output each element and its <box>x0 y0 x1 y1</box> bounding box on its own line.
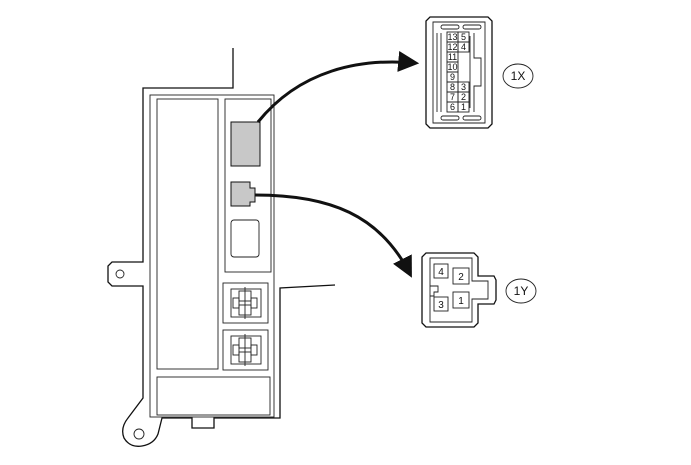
connector-panel <box>224 98 272 273</box>
socket-1y <box>230 181 256 207</box>
socket-empty <box>230 219 260 258</box>
connector-1y-label-text: 1Y <box>514 284 529 298</box>
pin-label: 3 <box>461 82 466 92</box>
pin-label: 3 <box>438 300 444 311</box>
pin-cell <box>457 41 470 53</box>
junction-block <box>107 48 336 447</box>
pin-label: 9 <box>450 72 455 82</box>
pin-label: 10 <box>447 62 457 72</box>
connector-1y-label: 1Y <box>505 278 537 304</box>
relay-1 <box>222 282 269 324</box>
pin-label: 4 <box>438 267 444 278</box>
arrow-to-1x <box>256 51 420 123</box>
pin-label: 13 <box>447 32 457 42</box>
bottom-strip <box>156 376 271 416</box>
pin-label: 2 <box>458 272 464 283</box>
connector-1x-label: 1X <box>502 63 534 89</box>
pin-label: 7 <box>450 92 455 102</box>
arrow-to-1y <box>254 193 412 278</box>
pin-label: 1 <box>461 102 466 112</box>
connector-1x-label-text: 1X <box>511 69 526 83</box>
pin-label: 6 <box>450 102 455 112</box>
connector-1x: 13 5 12 4 11 10 9 8 3 7 2 6 1 <box>425 16 493 129</box>
pin-label: 1 <box>458 296 464 307</box>
pin-label: 12 <box>447 42 457 52</box>
pin-label: 8 <box>450 82 455 92</box>
pin-cell <box>452 267 470 285</box>
mounting-hole <box>115 269 125 279</box>
mounting-hole-bottom <box>133 428 145 440</box>
pin-label: 5 <box>461 32 466 42</box>
pin-label: 4 <box>461 42 466 52</box>
pin-cell <box>433 263 449 279</box>
pin-label: 11 <box>448 52 457 62</box>
fuse-panel <box>156 98 219 370</box>
connector-1y: 4 2 3 1 <box>421 252 497 328</box>
pin-cell <box>457 101 470 113</box>
socket-1x <box>230 121 261 167</box>
pin-label: 2 <box>461 92 466 102</box>
pin-cell <box>452 291 470 309</box>
pin-cell <box>433 296 449 312</box>
relay-2 <box>222 329 269 371</box>
